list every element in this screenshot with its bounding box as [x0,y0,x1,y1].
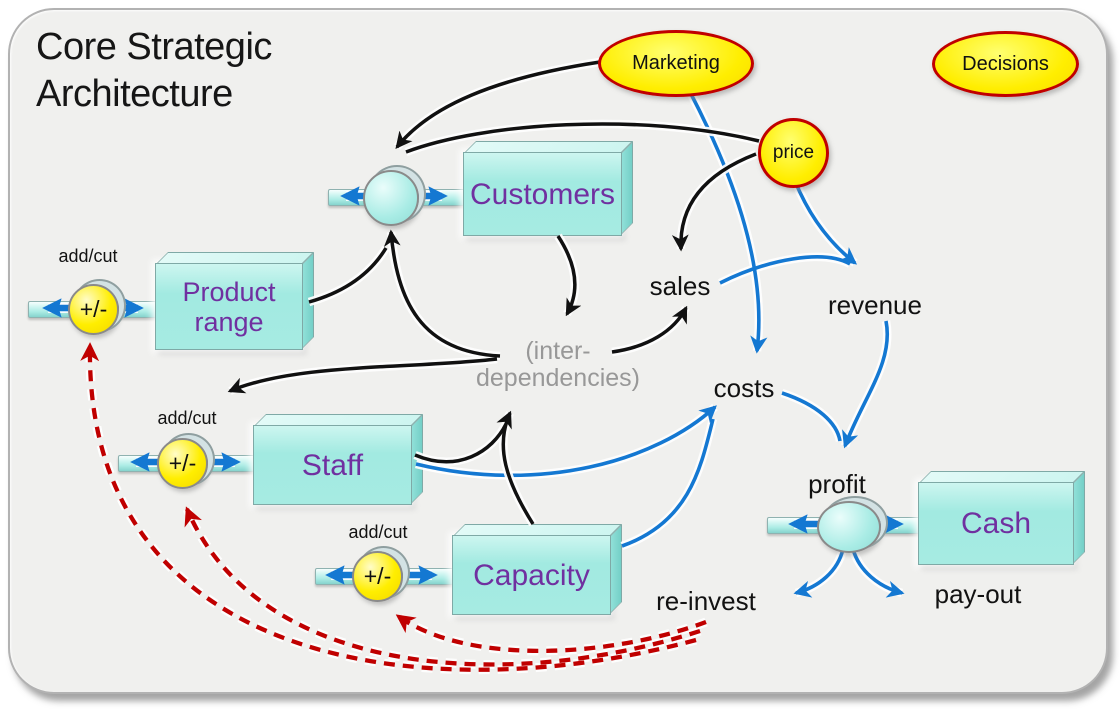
page-title: Core Strategic Architecture [36,26,272,115]
label-payout: pay-out [934,579,1022,609]
bubble-marketing-label: Marketing [632,52,720,74]
stock-box-staff: Staff [253,425,412,505]
add-cut-label-capacity: add/cut [348,522,408,542]
label-reinvest: re-invest [656,586,756,616]
stock-box-customers: Customers [463,152,622,236]
label-sales: sales [649,271,711,301]
plus-minus-label: +/- [79,296,108,322]
bubble-decisions-label: Decisions [962,52,1049,75]
bubble-price: price [758,118,829,188]
bubble-marketing: Marketing [598,30,754,97]
add-cut-label-staff: add/cut [157,408,217,428]
product-range-valve: +/- [68,284,119,335]
label-profit: profit [808,469,866,499]
add-cut-label-product: add/cut [58,246,118,266]
staff-valve: +/- [157,438,208,489]
label-costs: costs [713,373,775,403]
stock-label-capacity: Capacity [473,558,590,592]
profit-flow-valve [817,501,881,553]
plus-minus-label: +/- [363,563,392,589]
bubble-price-label: price [772,142,815,163]
stock-label-customers: Customers [469,177,616,211]
stock-box-cash: Cash [918,482,1074,565]
stock-box-product-range: Product range [155,263,303,350]
label-interdependencies: (inter- dependencies) [475,337,640,392]
stock-label-cash: Cash [960,507,1032,540]
stock-label-staff: Staff [301,448,364,482]
plus-minus-label: +/- [168,450,197,476]
customers-flow-valve [363,170,419,226]
bubble-decisions: Decisions [932,31,1079,97]
capacity-valve: +/- [352,551,403,602]
stock-box-capacity: Capacity [452,535,611,615]
label-revenue: revenue [828,290,922,320]
stock-label-product-range: Product range [182,276,276,337]
